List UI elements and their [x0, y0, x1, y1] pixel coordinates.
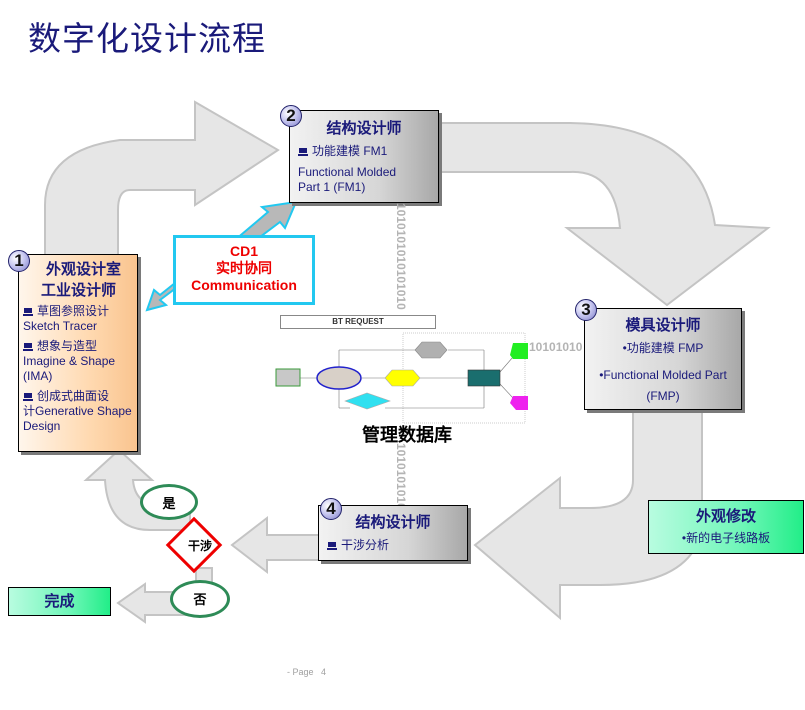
appearance-change-item: •新的电子线路板 — [681, 531, 771, 545]
computer-icon — [327, 542, 337, 550]
step2-item-en: Functional Molded Part 1 (FM1) — [298, 165, 397, 194]
appearance-change-title: 外观修改 — [695, 507, 756, 525]
node-material — [414, 341, 448, 359]
comm-arrow-down — [145, 281, 183, 312]
computer-icon — [298, 148, 308, 156]
node-flat-design — [467, 369, 501, 387]
communication-box: CD1 实时协同 Communication — [173, 235, 315, 305]
step3-title: 模具设计师 — [625, 316, 701, 334]
comm-line3: Communication — [191, 277, 297, 293]
step2-title: 结构设计师 — [326, 119, 402, 137]
comm-line1: CD1 — [229, 243, 258, 259]
node-conceptual-design — [384, 369, 421, 387]
node-board-management — [316, 366, 362, 390]
page-footer: - Page 4 — [287, 667, 327, 677]
done-box: 完成 — [8, 587, 111, 616]
step3-item-2: •Functional Molded Part (FMP) — [599, 368, 727, 403]
node-green-output — [510, 343, 528, 359]
yes-ellipse: 是 — [140, 484, 198, 520]
step3-box: 模具设计师 •功能建模 FMP •Functional Molded Part … — [584, 308, 742, 410]
binary-stream-top: 1010101010101010 — [394, 203, 408, 310]
arrow-to-step3 — [436, 122, 771, 307]
no-ellipse: 否 — [170, 580, 230, 618]
node-magenta-output — [510, 396, 528, 410]
computer-icon — [23, 393, 33, 401]
node-bt-request — [275, 368, 301, 387]
node-supplier-invoice — [344, 392, 391, 410]
step4-number-badge: 4 — [320, 498, 342, 520]
database-label: 管理数据库 — [362, 425, 452, 446]
step3-number-badge: 3 — [575, 299, 597, 321]
step2-number-badge: 2 — [280, 105, 302, 127]
page-title: 数字化设计流程 — [28, 19, 266, 58]
page-number: 4 — [321, 667, 327, 677]
comm-line2: 实时协同 — [216, 260, 272, 276]
arrow-to-step2 — [44, 100, 280, 256]
appearance-change-box: 外观修改 •新的电子线路板 — [648, 500, 804, 554]
step3-item-1: •功能建模 FMP — [622, 341, 704, 355]
arrow-to-decision — [230, 515, 321, 575]
step1-title-line2: 工业设计师 — [40, 281, 116, 299]
step4-item: 干涉分析 — [327, 538, 459, 553]
step2-item-zh: 功能建模 FM1 — [298, 144, 430, 159]
arrow-to-step4 — [473, 409, 703, 621]
binary-stream-bottom: 1010101010 — [394, 443, 408, 510]
workflow-diagram — [275, 332, 528, 424]
step1-title-line1: 外观设计室 — [45, 260, 121, 278]
computer-icon — [23, 343, 33, 351]
bt-request-banner: BT REQUEST — [280, 315, 436, 329]
step4-title: 结构设计师 — [355, 513, 431, 531]
computer-icon — [23, 308, 33, 316]
done-label: 完成 — [44, 592, 75, 610]
decision-label: 干涉 — [187, 539, 212, 553]
step1-item-3: 创成式曲面设计Generative Shape Design — [23, 389, 132, 433]
step1-number-badge: 1 — [8, 250, 30, 272]
step4-box: 结构设计师 干涉分析 — [318, 505, 468, 561]
binary-stream-right: 10101010 — [529, 340, 583, 354]
step2-box: 结构设计师 功能建模 FM1 Functional Molded Part 1 … — [289, 110, 439, 203]
